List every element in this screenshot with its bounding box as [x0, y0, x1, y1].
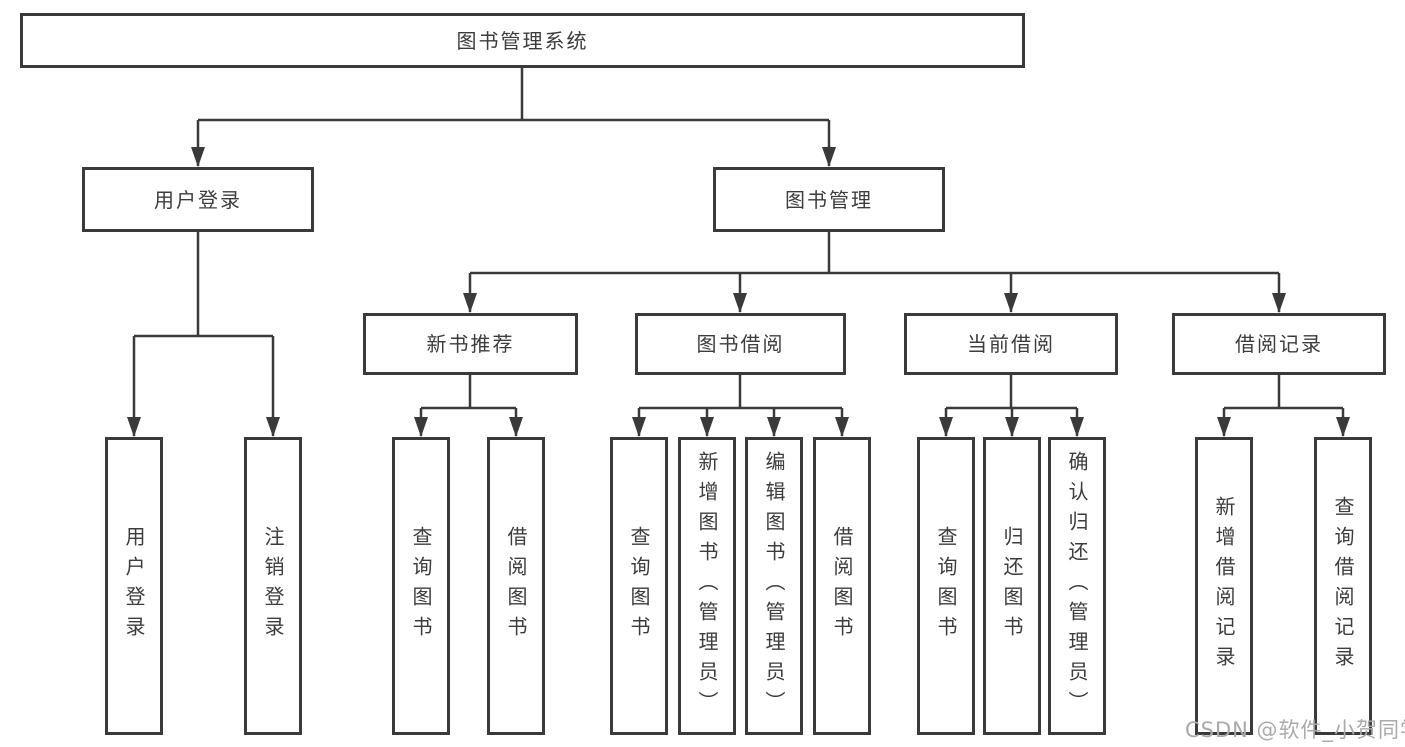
branch-book-management: 图书管理	[713, 167, 945, 232]
group-current-borrowing-label: 当前借阅	[967, 332, 1055, 356]
root-node-label: 图书管理系统	[456, 28, 589, 53]
leaf-br-query-borrow-record-label: 查询借阅记录	[1331, 496, 1355, 676]
leaf-bb-query-books: 查询图书	[610, 437, 668, 735]
group-current-borrowing: 当前借阅	[904, 313, 1118, 375]
leaf-logout-label: 注销登录	[261, 526, 285, 646]
leaf-nb-borrow-books: 借阅图书	[487, 437, 545, 735]
leaf-user-login-label: 用户登录	[122, 526, 146, 646]
leaf-cb-query-books-label: 查询图书	[934, 526, 958, 646]
leaf-cb-confirm-return-admin-label: 确认归还（管理员）	[1065, 451, 1089, 721]
leaf-logout: 注销登录	[244, 437, 302, 735]
group-book-borrowing-label: 图书借阅	[696, 332, 785, 356]
connector-trunks	[134, 68, 1343, 410]
leaf-cb-query-books: 查询图书	[917, 437, 975, 735]
leaf-nb-borrow-books-label: 借阅图书	[504, 526, 528, 646]
leaf-bb-borrow-books-label: 借阅图书	[830, 526, 854, 646]
leaf-bb-query-books-label: 查询图书	[627, 526, 651, 646]
branch-user-login: 用户登录	[82, 167, 314, 232]
branch-user-login-label: 用户登录	[154, 187, 242, 212]
group-borrowing-records: 借阅记录	[1172, 313, 1386, 375]
group-book-borrowing: 图书借阅	[635, 313, 846, 375]
leaf-bb-edit-books-admin: 编辑图书（管理员）	[745, 437, 803, 735]
leaf-cb-return-books-label: 归还图书	[1000, 526, 1024, 646]
group-new-book-recommend-label: 新书推荐	[426, 332, 515, 356]
leaf-nb-query-books-label: 查询图书	[409, 526, 433, 646]
watermark: CSDN @软件_小贺同学	[1185, 718, 1405, 742]
leaf-bb-add-books-admin-label: 新增图书（管理员）	[695, 451, 719, 721]
leaf-bb-edit-books-admin-label: 编辑图书（管理员）	[762, 451, 786, 721]
leaf-nb-query-books: 查询图书	[392, 437, 450, 735]
leaf-bb-add-books-admin: 新增图书（管理员）	[678, 437, 736, 735]
leaf-cb-confirm-return-admin: 确认归还（管理员）	[1048, 437, 1106, 735]
branch-book-management-label: 图书管理	[785, 187, 873, 212]
leaf-br-add-borrow-record-label: 新增借阅记录	[1212, 496, 1236, 676]
group-new-book-recommend: 新书推荐	[363, 313, 578, 375]
leaf-user-login: 用户登录	[105, 437, 163, 735]
group-borrowing-records-label: 借阅记录	[1235, 332, 1323, 356]
leaf-bb-borrow-books: 借阅图书	[813, 437, 871, 735]
leaf-cb-return-books: 归还图书	[983, 437, 1041, 735]
root-node: 图书管理系统	[20, 13, 1025, 68]
leaf-br-add-borrow-record: 新增借阅记录	[1195, 437, 1253, 735]
leaf-br-query-borrow-record: 查询借阅记录	[1314, 437, 1372, 735]
